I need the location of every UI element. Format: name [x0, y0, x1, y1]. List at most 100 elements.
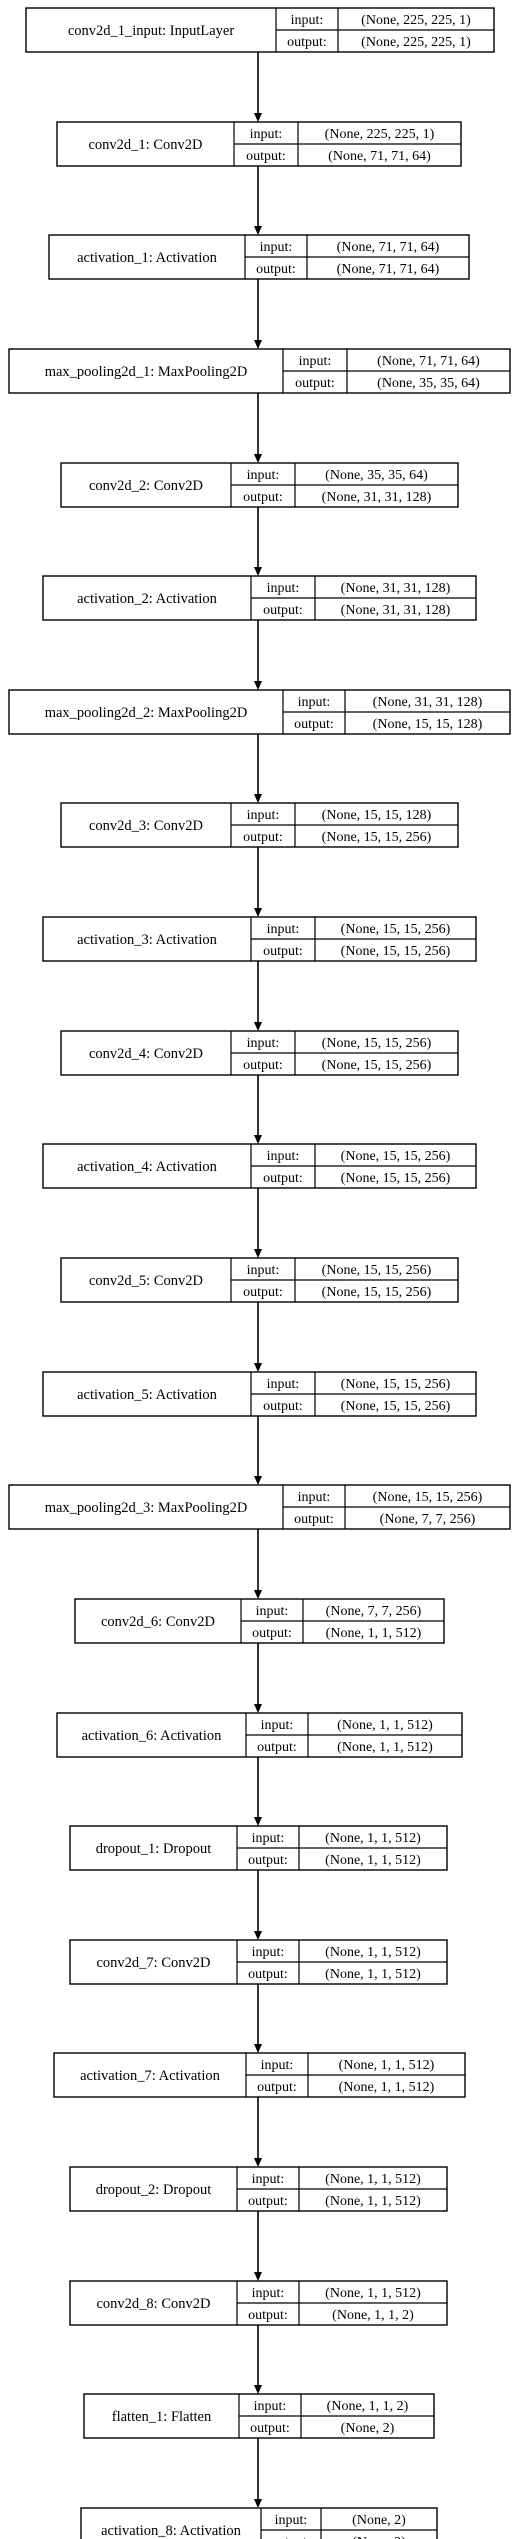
- arrowhead: [254, 1590, 262, 1599]
- input-port-label: input:: [252, 2172, 285, 2187]
- output-shape: (None, 225, 225, 1): [361, 35, 471, 50]
- output-shape: (None, 1, 1, 512): [326, 1626, 422, 1641]
- arrowhead: [254, 1476, 262, 1485]
- arrowhead: [254, 794, 262, 803]
- input-shape: (None, 1, 1, 512): [325, 2286, 421, 2301]
- input-port-label: input:: [298, 695, 331, 710]
- output-port-label: output:: [263, 944, 303, 959]
- layer-node: activation_4: Activationinput:output:(No…: [42, 1143, 477, 1189]
- input-shape: (None, 71, 71, 64): [377, 354, 480, 369]
- output-port-label: output:: [256, 262, 296, 277]
- arrowhead: [254, 113, 262, 122]
- input-port-label: input:: [247, 808, 280, 823]
- input-shape: (None, 2): [352, 2513, 406, 2528]
- output-shape: (None, 15, 15, 256): [322, 1285, 432, 1300]
- output-port-label: output:: [263, 603, 303, 618]
- output-port-label: output:: [246, 149, 286, 164]
- arrowhead: [254, 1249, 262, 1258]
- layer-label: conv2d_6: Conv2D: [101, 1614, 215, 1630]
- layer-label: conv2d_4: Conv2D: [89, 1046, 203, 1062]
- layer-label: conv2d_8: Conv2D: [97, 2296, 211, 2312]
- arrowhead: [254, 1931, 262, 1940]
- output-shape: (None, 71, 71, 64): [337, 262, 440, 277]
- layer-node: max_pooling2d_3: MaxPooling2Dinput:outpu…: [8, 1484, 511, 1530]
- layer-node: conv2d_6: Conv2D input: output: (None, 7, 7…: [74, 1598, 445, 1644]
- input-shape: (None, 225, 225, 1): [361, 13, 471, 28]
- arrowhead: [254, 226, 262, 235]
- layer-label: conv2d_1_input: InputLayer: [68, 23, 234, 39]
- layer-label: activation_1: Activation: [77, 250, 217, 266]
- layer-label: dropout_1: Dropout: [96, 1841, 212, 1857]
- input-shape: (None, 15, 15, 256): [341, 922, 451, 937]
- arrowhead: [254, 1135, 262, 1144]
- layer-node: activation_2: Activation input: output: (No…: [42, 575, 477, 621]
- arrowhead: [254, 567, 262, 576]
- layer-label: flatten_1: Flatten: [112, 2409, 212, 2425]
- output-shape: (None, 15, 15, 256): [341, 944, 451, 959]
- output-port-label: output:: [263, 1399, 303, 1414]
- input-port-label: input:: [247, 1263, 280, 1278]
- layer-label: max_pooling2d_1: MaxPooling2D: [45, 364, 248, 380]
- arrowhead: [254, 1817, 262, 1826]
- output-shape: (None, 2): [352, 2535, 406, 2539]
- input-port-label: input:: [250, 127, 283, 142]
- input-port-label: input:: [298, 1490, 331, 1505]
- output-shape: (None, 7, 7, 256): [380, 1512, 476, 1527]
- arrowhead: [254, 1363, 262, 1372]
- output-port-label: output:: [248, 1853, 288, 1868]
- output-port-label: output:: [271, 2535, 311, 2539]
- input-port-label: input:: [254, 2399, 287, 2414]
- input-port-label: input:: [267, 1377, 300, 1392]
- layer-node: activation_3: Activationinput:output:(No…: [42, 916, 477, 962]
- output-port-label: output:: [263, 1171, 303, 1186]
- output-shape: (None, 1, 1, 512): [325, 1967, 421, 1982]
- output-shape: (None, 1, 1, 512): [339, 2080, 435, 2095]
- output-port-label: output:: [294, 717, 334, 732]
- output-port-label: output:: [252, 1626, 292, 1641]
- input-shape: (None, 1, 1, 2): [327, 2399, 409, 2414]
- output-port-label: output:: [294, 1512, 334, 1527]
- input-port-label: input:: [261, 2058, 294, 2073]
- layer-label: activation_5: Activation: [77, 1387, 217, 1403]
- input-shape: (None, 15, 15, 256): [341, 1149, 451, 1164]
- layer-label: conv2d_7: Conv2D: [97, 1955, 211, 1971]
- layer-node: max_pooling2d_2: MaxPooling2D input: outpu…: [8, 689, 511, 735]
- arrowhead: [254, 1704, 262, 1713]
- layer-label: conv2d_3: Conv2D: [89, 818, 203, 834]
- input-port-label: input:: [256, 1604, 289, 1619]
- layer-label: conv2d_1: Conv2D: [89, 137, 203, 153]
- output-shape: (None, 31, 31, 128): [341, 603, 451, 618]
- input-shape: (None, 15, 15, 256): [373, 1490, 483, 1505]
- output-port-label: output:: [243, 1058, 283, 1073]
- layer-node: max_pooling2d_1: MaxPooling2D input: outpu…: [8, 348, 511, 394]
- input-shape: (None, 7, 7, 256): [326, 1604, 422, 1619]
- input-shape: (None, 31, 31, 128): [373, 695, 483, 710]
- arrowhead: [254, 2272, 262, 2281]
- input-shape: (None, 15, 15, 128): [322, 808, 432, 823]
- output-port-label: output:: [295, 376, 335, 391]
- layer-node: activation_7: Activationinput:output:(No…: [53, 2052, 466, 2098]
- layer-label: max_pooling2d_2: MaxPooling2D: [45, 705, 248, 721]
- output-shape: (None, 2): [341, 2421, 395, 2436]
- layer-label: activation_2: Activation: [77, 591, 217, 607]
- arrowhead: [254, 340, 262, 349]
- arrowhead: [254, 908, 262, 917]
- input-shape: (None, 35, 35, 64): [325, 468, 428, 483]
- layer-label: activation_4: Activation: [77, 1159, 217, 1175]
- output-port-label: output:: [248, 1967, 288, 1982]
- output-shape: (None, 15, 15, 256): [322, 830, 432, 845]
- layer-label: activation_8: Activation: [101, 2523, 241, 2539]
- layer-label: activation_3: Activation: [77, 932, 217, 948]
- input-port-label: input:: [275, 2513, 308, 2528]
- output-shape: (None, 15, 15, 256): [341, 1171, 451, 1186]
- input-port-label: input:: [267, 581, 300, 596]
- layer-label: conv2d_5: Conv2D: [89, 1273, 203, 1289]
- input-port-label: input:: [299, 354, 332, 369]
- layer-node: conv2d_1_input: InputLayerinput:output:(…: [25, 7, 495, 53]
